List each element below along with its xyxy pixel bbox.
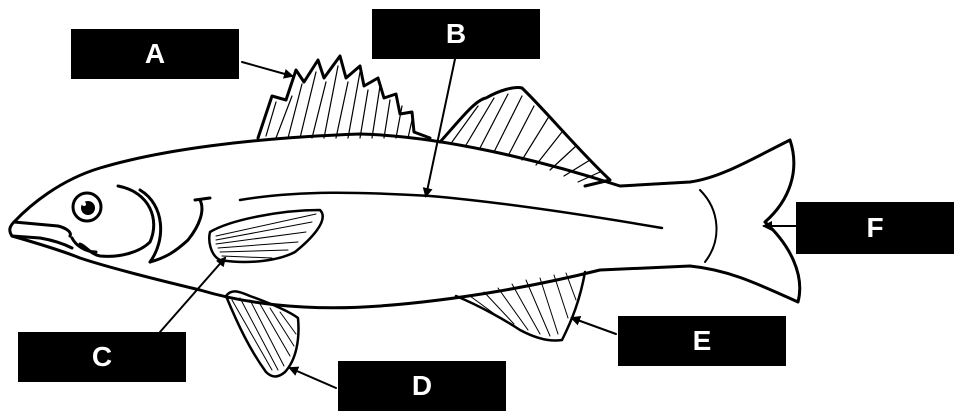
- spiny-dorsal-fin: [258, 56, 430, 138]
- eye: [73, 193, 101, 221]
- anal-fin: [456, 272, 585, 341]
- pointer-d: [290, 368, 336, 388]
- label-c: C: [18, 332, 186, 382]
- gill-cover: [72, 186, 210, 262]
- label-f: F: [796, 202, 954, 254]
- label-d: D: [338, 361, 506, 411]
- label-b: B: [372, 9, 540, 59]
- pointer-e: [572, 318, 616, 334]
- label-a: A: [71, 29, 239, 79]
- pectoral-fin: [209, 210, 322, 262]
- label-e: E: [618, 316, 786, 366]
- soft-dorsal-fin: [440, 87, 610, 186]
- pointer-a: [242, 62, 292, 76]
- fish-body-outline: [10, 134, 800, 308]
- pointer-b: [426, 59, 455, 196]
- caudal-peduncle-line: [700, 190, 716, 262]
